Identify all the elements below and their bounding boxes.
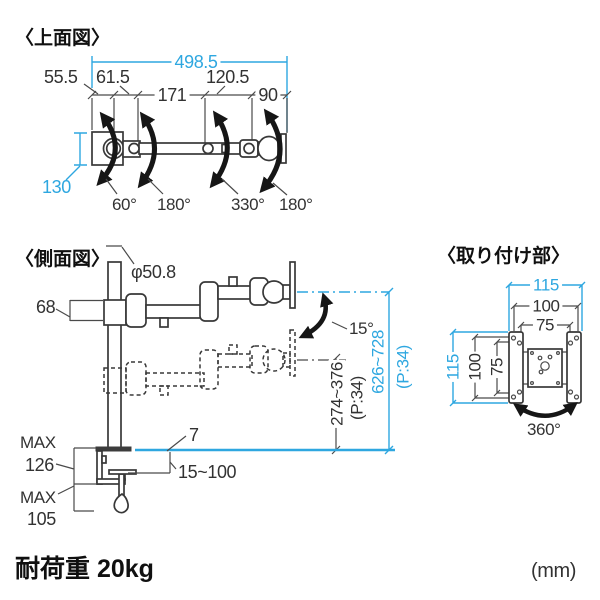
side-view-drawing <box>55 245 395 514</box>
tilt-arrow <box>298 292 334 339</box>
dim-arm-height-note: (P:34) <box>347 374 367 422</box>
angle-label-2: 180° <box>157 195 191 214</box>
dim-overall-height-note: (P:34) <box>393 343 413 391</box>
top-view-title: 〈上面図〉 <box>15 28 111 49</box>
dim-segment-3: 171 <box>154 86 190 104</box>
dim-mount-width-holes: 100 <box>529 297 563 315</box>
angle-label-4: 180° <box>279 195 313 214</box>
top-view-drawing <box>65 56 292 196</box>
swivel-arrow <box>512 402 578 418</box>
dim-mount-height-vesa: 75 <box>487 355 507 379</box>
dim-plate-thickness: 7 <box>189 425 199 445</box>
dim-mount-width-vesa: 75 <box>532 316 558 334</box>
dim-pole-diameter: φ50.8 <box>131 262 176 282</box>
dim-segment-4: 120.5 <box>206 67 250 87</box>
vesa-bracket <box>508 331 582 404</box>
clamp-max2-value: 105 <box>27 509 56 529</box>
dim-mount-height-outer: 115 <box>443 352 463 382</box>
unit-label: (mm) <box>531 560 577 582</box>
arm-lowered-dashed <box>103 329 296 396</box>
dim-arm-height: 274~376 <box>327 360 347 428</box>
dim-base-depth: 130 <box>42 177 71 197</box>
dim-overall-width: 498.5 <box>171 53 221 71</box>
pole <box>107 261 122 449</box>
dim-mount-height-holes: 100 <box>465 351 485 383</box>
side-view-title: 〈側面図〉 <box>15 249 111 270</box>
dim-mount-width-outer: 115 <box>530 276 562 294</box>
top-view-base <box>91 131 125 166</box>
load-capacity-label: 耐荷重 20kg <box>15 555 154 583</box>
mount-view-drawing <box>449 281 586 418</box>
dim-collar-height: 68 <box>36 297 56 317</box>
clamp-max1-value: 126 <box>25 455 54 475</box>
mount-view-title: 〈取り付け部〉 <box>437 246 571 267</box>
desk-clamp <box>95 446 137 514</box>
clamp-max1-label: MAX <box>20 433 56 452</box>
angle-label-3: 330° <box>231 195 265 214</box>
dim-segment-5: 90 <box>255 86 281 104</box>
dim-overall-height: 626~728 <box>368 328 388 396</box>
dim-desk-thickness: 15~100 <box>178 462 237 482</box>
rotation-arrows <box>96 108 283 194</box>
dim-segment-1: 55.5 <box>44 67 78 87</box>
dim-tilt-angle: 15° <box>349 319 374 338</box>
angle-label-1: 60° <box>112 195 137 214</box>
clamp-max2-label: MAX <box>20 488 56 507</box>
dim-mount-rotation: 360° <box>527 420 561 439</box>
dim-segment-2: 61.5 <box>96 67 130 87</box>
